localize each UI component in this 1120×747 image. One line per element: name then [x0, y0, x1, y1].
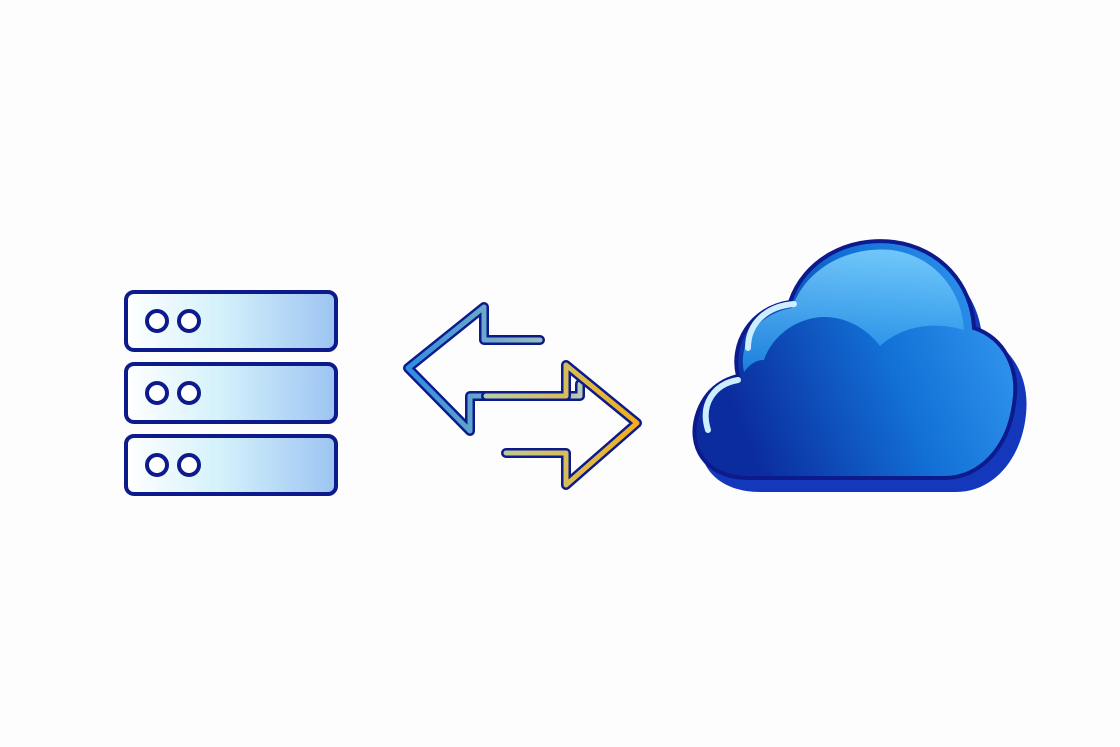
server-unit: [124, 290, 338, 352]
server-unit: [124, 362, 338, 424]
bidirectional-arrows-icon: [403, 302, 642, 490]
server-unit: [124, 434, 338, 496]
arrow-left-icon: [403, 302, 585, 436]
cloud-highlight: [742, 249, 964, 372]
status-light-icon: [145, 453, 169, 477]
arrow-right-icon: [481, 360, 642, 490]
status-light-icon: [177, 453, 201, 477]
status-light-icon: [145, 381, 169, 405]
cloud-rim: [745, 301, 797, 351]
status-light-icon: [177, 381, 201, 405]
status-light-icon: [177, 309, 201, 333]
server-rack-icon: [124, 290, 338, 496]
status-light-icon: [145, 309, 169, 333]
cloud-rim: [702, 377, 741, 433]
cloud-icon: [692, 239, 1027, 492]
